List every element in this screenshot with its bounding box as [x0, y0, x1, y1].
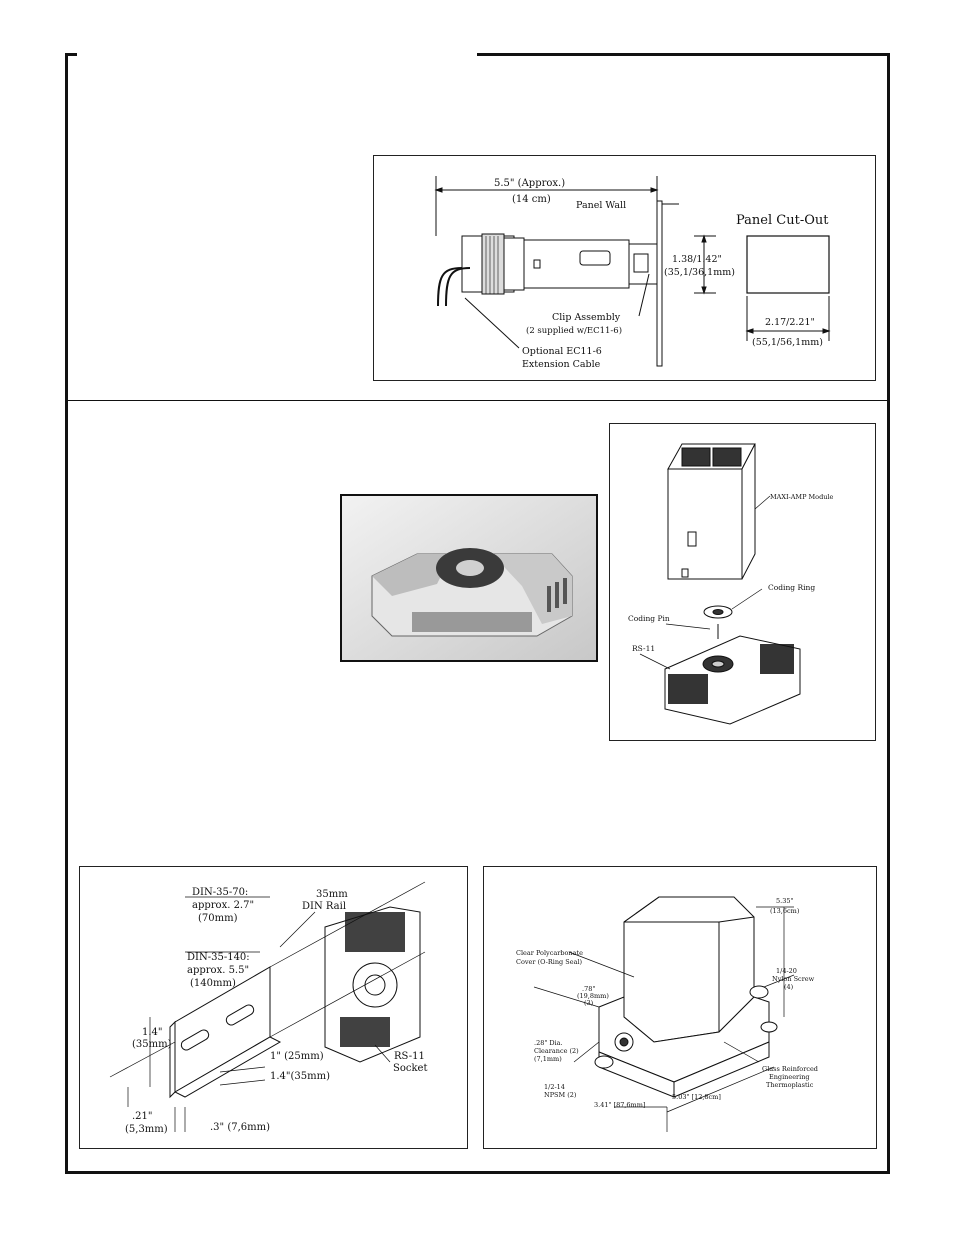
height-mm: (35,1/36,1mm) — [664, 267, 735, 278]
coding-pin-label: Coding Pin — [628, 614, 670, 623]
frame-top-right — [477, 53, 890, 56]
din140-line3: (140mm) — [190, 978, 236, 989]
socket-line2: Socket — [393, 1063, 427, 1074]
din140-line1: DIN-35-140: — [187, 952, 250, 963]
d78-line1: .78" — [582, 985, 595, 993]
enclosure-drawing: Clear Polycarbonate Cover (O-Ring Seal) … — [516, 896, 818, 1132]
hole-line2: Clearance (2) — [534, 1047, 579, 1055]
d78-line2: (19,8mm) — [577, 992, 609, 1000]
cover-line2: Cover (O-Ring Seal) — [516, 958, 583, 966]
height-in: 1.38/1.42" — [672, 254, 722, 265]
thickness-in: .21" — [132, 1111, 153, 1122]
socket-line1: RS-11 — [394, 1051, 425, 1062]
page-frame — [65, 53, 890, 1174]
section-divider — [65, 400, 890, 401]
module-label: MAXI-AMP Module — [770, 493, 834, 501]
screw-line3: (4) — [784, 983, 794, 991]
dim-length: 5.5" (Approx.) — [494, 178, 565, 189]
din-rail-figure: DIN-35-70: approx. 2.7" (70mm) 35mm DIN … — [79, 866, 468, 1149]
cover-line1: Clear Polycarbonate — [516, 949, 583, 957]
dim-length-cm: (14 cm) — [512, 194, 551, 205]
dim-1in: 1" (25mm) — [270, 1051, 324, 1062]
hole-line3: (7,1mm) — [534, 1055, 562, 1063]
cutout-title: Panel Cut-Out — [736, 213, 829, 228]
height-mm: (35mm) — [132, 1039, 172, 1050]
screw-line2: Nylon Screw — [772, 975, 815, 983]
rail-line2: DIN Rail — [302, 901, 346, 912]
npsm-line2: NPSM (2) — [544, 1091, 577, 1099]
socket-label: RS-11 — [632, 644, 655, 653]
coding-ring-label: Coding Ring — [768, 583, 815, 592]
clip-note: (2 supplied w/EC11-6) — [526, 325, 622, 336]
width-long: 5.03" [12,8cm] — [672, 1093, 721, 1101]
module-assembly-figure: MAXI-AMP Module Coding Ring Coding Pin R… — [609, 423, 876, 741]
din140-line2: approx. 5.5" — [187, 965, 249, 976]
socket-photo-image — [342, 496, 596, 660]
enc-height-in: 5.35" — [776, 897, 793, 905]
rail-line1: 35mm — [316, 889, 348, 900]
clip-assembly-label: Clip Assembly — [552, 312, 621, 323]
width-short: 3.41" [87,6mm] — [594, 1101, 645, 1109]
enc-height-cm: (13,6cm) — [770, 907, 800, 915]
base-line3: Thermoplastic — [766, 1081, 814, 1089]
module-assembly-drawing: MAXI-AMP Module Coding Ring Coding Pin R… — [628, 443, 834, 725]
width-mm: (55,1/56,1mm) — [752, 337, 823, 348]
enclosure-figure: Clear Polycarbonate Cover (O-Ring Seal) … — [483, 866, 877, 1149]
panel-mount-figure: 5.5" (Approx.) (14 cm) Panel Wall Panel … — [373, 155, 876, 381]
din70-line3: (70mm) — [198, 913, 238, 924]
base-line1: Glass Reinforced — [762, 1065, 818, 1073]
width-03in: .3" (7,6mm) — [210, 1122, 270, 1133]
thickness-mm: (5,3mm) — [125, 1124, 168, 1135]
hole-line1: .28" Dia. — [534, 1039, 563, 1047]
dim-1-4in: 1.4"(35mm) — [270, 1071, 330, 1082]
frame-top-left — [65, 53, 77, 56]
screw-line1: 1/4-20 — [776, 967, 797, 975]
din70-line1: DIN-35-70: — [192, 887, 248, 898]
cable-label-2: Extension Cable — [522, 359, 601, 370]
npsm-line1: 1/2-14 — [544, 1083, 565, 1091]
din70-line2: approx. 2.7" — [192, 900, 254, 911]
panel-mount-drawing: 5.5" (Approx.) (14 cm) Panel Wall Panel … — [434, 176, 831, 370]
height-in: 1.4" — [142, 1027, 163, 1038]
panel-wall-label: Panel Wall — [576, 200, 626, 211]
base-line2: Engineering — [769, 1073, 810, 1081]
socket-photo — [340, 494, 598, 662]
din-rail-drawing: DIN-35-70: approx. 2.7" (70mm) 35mm DIN … — [109, 881, 427, 1135]
width-in: 2.17/2.21" — [765, 317, 815, 328]
cable-label-1: Optional EC11-6 — [522, 346, 602, 357]
d78-line3: (3) — [584, 999, 594, 1007]
